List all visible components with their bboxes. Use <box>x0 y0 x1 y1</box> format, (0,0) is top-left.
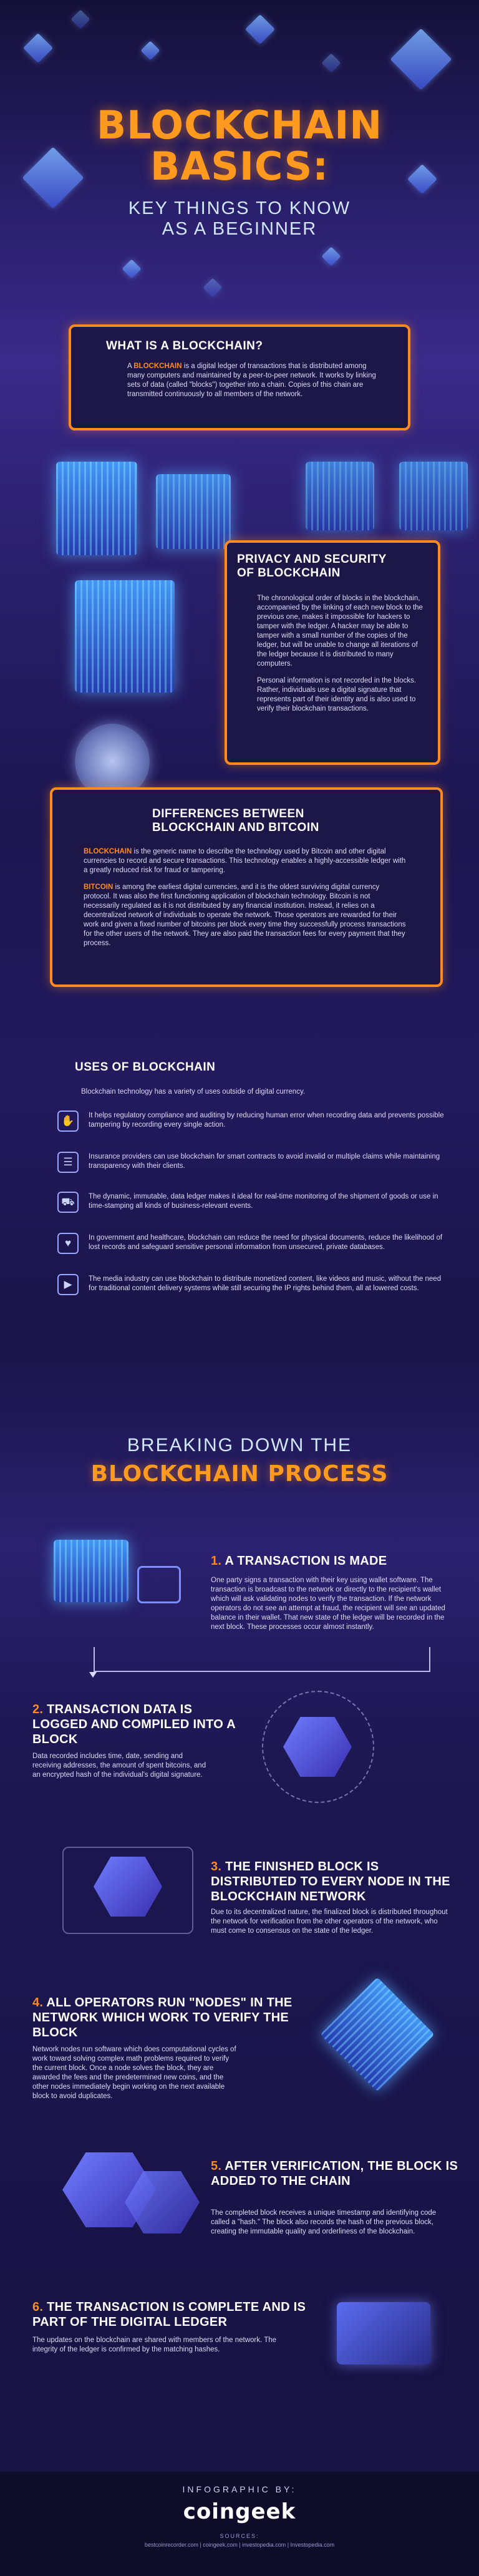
media-icon: ▶ <box>57 1274 79 1295</box>
list-item: ▶ The media industry can use blockchain … <box>57 1274 444 1295</box>
lock-block-icon <box>399 462 468 530</box>
what-is-text: A BLOCKCHAIN is a digital ledger of tran… <box>127 362 376 398</box>
list-item: ☰ Insurance providers can use blockchain… <box>57 1152 444 1173</box>
step-title: 5. AFTER VERIFICATION, THE BLOCK IS ADDE… <box>211 2159 458 2188</box>
privacy-paragraph: Personal information is not recorded in … <box>257 677 417 712</box>
hand-shield-icon: ✋ <box>57 1111 79 1132</box>
laptop-icon <box>337 2302 430 2365</box>
flow-connector <box>94 1647 430 1672</box>
cube-icon <box>140 41 160 61</box>
footer: INFOGRAPHIC BY: coingeek SOURCES: bestco… <box>0 2472 479 2576</box>
lock-block-icon <box>156 474 231 549</box>
differences-title: DIFFERENCES BETWEEN BLOCKCHAIN AND BITCO… <box>152 807 319 834</box>
sources-label: SOURCES: <box>220 2533 259 2539</box>
step-title: 2. TRANSACTION DATA IS LOGGED AND COMPIL… <box>32 1703 236 1746</box>
heart-pulse-icon: ♥ <box>57 1233 79 1254</box>
step-text: One party signs a transaction with their… <box>211 1577 445 1631</box>
cube-icon <box>244 14 276 45</box>
server-block-icon <box>75 580 175 693</box>
page-subtitle: KEY THINGS TO KNOW AS A BEGINNER <box>128 198 351 239</box>
step-text: Due to its decentralized nature, the fin… <box>211 1908 448 1935</box>
differences-panel: DIFFERENCES BETWEEN BLOCKCHAIN AND BITCO… <box>50 787 443 987</box>
step-text: The updates on the blockchain are shared… <box>32 2336 277 2353</box>
chain-blocks-icon <box>125 2171 200 2233</box>
process-heading: BREAKING DOWN THE BLOCKCHAIN PROCESS <box>90 1435 389 1487</box>
server-block-icon <box>56 462 137 555</box>
cube-icon <box>22 32 54 64</box>
differences-text: BLOCKCHAIN is the generic name to descri… <box>84 848 406 947</box>
step-title: 6. THE TRANSACTION IS COMPLETE AND IS PA… <box>32 2300 306 2329</box>
privacy-title: PRIVACY AND SECURITY OF BLOCKCHAIN <box>237 553 387 580</box>
uses-intro: Blockchain technology has a variety of u… <box>81 1088 306 1096</box>
arrow-down-icon <box>89 1672 97 1678</box>
truck-icon: ⛟ <box>57 1192 79 1213</box>
brand-logo: coingeek <box>183 2499 296 2524</box>
cube-icon <box>321 53 341 73</box>
step-text: The completed block receives a unique ti… <box>211 2209 437 2235</box>
coin-stack-icon <box>75 724 150 799</box>
sources-text: bestcoinrecorder.com | coingeek.com | in… <box>144 2542 335 2548</box>
privacy-paragraph: The chronological order of blocks in the… <box>257 595 423 668</box>
network-frame <box>62 1847 193 1934</box>
cube-icon <box>70 9 90 29</box>
step-text: Network nodes run software which does co… <box>32 2046 236 2100</box>
what-is-title: WHAT IS A BLOCKCHAIN? <box>106 339 263 352</box>
step-title: 1. A TRANSACTION IS MADE <box>211 1554 387 1568</box>
cube-icon <box>203 278 223 298</box>
privacy-text: The chronological order of blocks in the… <box>257 594 427 714</box>
cube-icon <box>122 259 142 279</box>
step-title: 4. ALL OPERATORS RUN "NODES" IN THE NETW… <box>32 1996 293 2039</box>
database-icon <box>54 1540 128 1602</box>
list-item: ♥ In government and healthcare, blockcha… <box>57 1233 444 1254</box>
list-item: ✋ It helps regulatory compliance and aud… <box>57 1111 444 1132</box>
network-ring <box>262 1691 374 1803</box>
footer-label: INFOGRAPHIC BY: <box>182 2484 297 2494</box>
step-text: Data recorded includes time, date, sendi… <box>32 1752 206 1779</box>
list-item: ⛟ The dynamic, immutable, data ledger ma… <box>57 1192 444 1213</box>
document-icon: ☰ <box>57 1152 79 1173</box>
cube-icon <box>390 28 452 90</box>
uses-title: USES OF BLOCKCHAIN <box>75 1061 216 1074</box>
page-title: BLOCKCHAIN BASICS: <box>96 102 383 189</box>
lock-block-icon <box>306 462 374 530</box>
what-is-panel: WHAT IS A BLOCKCHAIN? A BLOCKCHAIN is a … <box>69 324 410 430</box>
node-cube-icon <box>320 1977 435 2092</box>
privacy-panel: PRIVACY AND SECURITY OF BLOCKCHAIN The c… <box>225 540 440 765</box>
step-title: 3. THE FINISHED BLOCK IS DISTRIBUTED TO … <box>211 1860 450 1903</box>
cube-icon <box>321 246 341 266</box>
wallet-icon <box>137 1566 181 1603</box>
